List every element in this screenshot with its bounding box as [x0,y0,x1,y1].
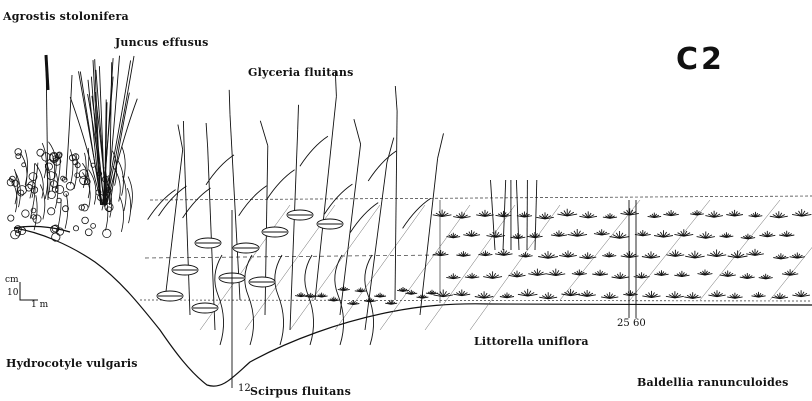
panel-identifier: C2 [676,42,725,77]
agrostis-panicle [46,55,48,90]
glyceria-panicle [183,121,184,146]
bank-leaf [75,173,80,178]
glyceria-leaf [148,190,176,220]
scale-value-10: 10 [7,288,18,298]
hatch-line [425,205,515,330]
hatch-line [770,200,812,300]
glyceria-panicle [354,119,361,144]
label-scirpus-fluitans: Scirpus fluitans [250,385,351,398]
bank-leaf [85,229,92,236]
water-level-lower [140,300,812,301]
littorella-scape [535,180,537,250]
glyceria-leaf [267,170,295,200]
bank-leaf [91,224,96,229]
scale-unit-cm: cm [5,275,19,285]
bank-stem [120,197,124,232]
hatch-line [470,205,560,330]
label-baldellia-ranunculoides: Baldellia ranunculoides [637,376,789,389]
glyceria-leaf [368,151,396,181]
glyceria-leaf [239,186,267,216]
glyceria-panicle [178,125,183,150]
glyceria-culm [184,146,190,315]
littorella-scape [516,180,519,250]
glyceria-panicle [438,133,444,158]
label-glyceria-fluitans: Glyceria fluitans [248,66,353,79]
glyceria-panicle [298,105,299,130]
glyceria-panicle [260,121,268,146]
bank-leaf [22,210,29,217]
glyceria-leaf [324,184,352,214]
glyceria-panicle [229,90,230,115]
depth-mark-12: 12 [238,383,251,394]
glyceria-culm [420,158,438,315]
bank-stem [127,188,130,223]
glyceria-leaf [403,198,431,228]
label-agrostis-stolonifera: Agrostis stolonifera [3,10,129,23]
bank-leaf [8,215,14,221]
bank-stem [65,194,68,229]
juncus-culm [110,93,129,205]
glyceria-culm [365,163,387,330]
label-littorella-uniflora: Littorella uniflora [474,335,589,348]
bank-leaf [73,226,78,231]
glyceria-culm [165,150,183,300]
label-juncus-effusus: Juncus effusus [115,36,209,49]
bank-stem [128,177,132,212]
bank-leaf [103,229,111,237]
glyceria-culm [395,111,397,300]
glyceria-culm [230,115,240,300]
glyceria-leaf [350,203,378,233]
bank-leaf [37,149,44,156]
bank-leaf [82,217,89,224]
bank-leaf [16,154,21,159]
bank-stem [83,153,86,188]
depth-mark-60: 60 [633,318,646,329]
glyceria-panicle [206,123,208,148]
glyceria-panicle [387,138,394,163]
bank-stem [74,154,77,189]
scale-bar [20,282,38,300]
label-hydrocotyle-vulgaris: Hydrocotyle vulgaris [6,357,138,370]
agrostis-culm [66,75,72,180]
bank-leaf [48,208,55,215]
bank-stem [10,177,17,212]
depth-mark-25: 25 [617,318,630,329]
scale-value-1m: 1 m [31,300,48,310]
scale-bar-lines [20,282,38,300]
water-level-upper [150,196,812,200]
hatch-line [335,205,425,330]
tall-grass-stems [46,55,537,345]
bank-leaf [15,149,22,156]
bank-stem [40,184,45,219]
glyceria-culm [315,96,336,300]
bank-leaf [66,182,74,190]
glyceria-panicle [395,86,397,111]
glyceria-leaf [300,136,328,166]
rosette-plants [295,208,811,304]
glyceria-leaf [206,155,234,185]
bank-stem [35,163,43,198]
water-hatching [200,200,812,330]
